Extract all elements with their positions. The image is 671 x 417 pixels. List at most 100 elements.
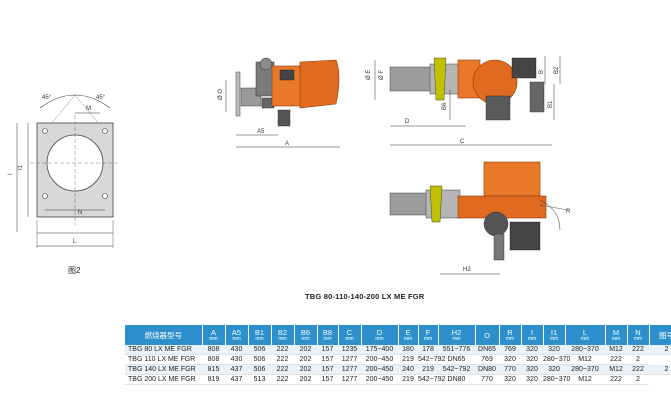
- dim-L-label: L: [73, 239, 77, 245]
- table-cell: 815: [202, 364, 225, 375]
- table-cell: 320: [521, 374, 543, 385]
- table-cell: M12: [605, 345, 627, 355]
- table-cell: 219: [398, 374, 418, 385]
- table-cell: 1277: [338, 374, 361, 385]
- column-header-label: 燃烧器型号: [144, 330, 183, 340]
- table-cell: 542~792: [418, 374, 446, 385]
- column-header-label: A5: [231, 327, 242, 337]
- burner-top-view: R H2: [389, 161, 571, 275]
- fan-housing: [299, 59, 340, 109]
- table-cell: 200~450: [361, 354, 398, 365]
- table-cell: 157: [317, 354, 338, 365]
- column-header-unit: mm: [611, 335, 621, 342]
- column-header: 燃烧器型号: [125, 325, 203, 345]
- table-cell: 2: [627, 374, 649, 385]
- column-header-unit: mm: [345, 335, 354, 342]
- column-header-unit: mm: [278, 335, 287, 342]
- table-cell: 769: [475, 354, 499, 365]
- table-cell: 506: [248, 364, 271, 375]
- table-cell: 1277: [338, 354, 361, 365]
- table-cell: DN65: [475, 345, 499, 355]
- table-cell: 2: [649, 345, 671, 355]
- table-cell: 200~450: [361, 364, 398, 375]
- column-header-unit: mm: [527, 335, 537, 342]
- table-cell: 437: [225, 364, 248, 375]
- table-cell: 320: [521, 345, 543, 355]
- table-cell: 437: [225, 374, 248, 385]
- model-cell: TBG 140 LX ME FGR: [125, 364, 202, 375]
- table-cell: 513: [248, 374, 271, 385]
- column-header-unit: mm: [323, 335, 332, 342]
- figure-label: 图2: [68, 266, 81, 275]
- column-header-unit: mm: [255, 335, 264, 342]
- dim-M-label: M: [86, 106, 91, 112]
- table-cell: 320: [499, 374, 521, 385]
- dim-R-label: R: [566, 209, 571, 215]
- column-header-unit: mm: [505, 335, 515, 342]
- table-cell: 2: [649, 364, 671, 375]
- column-header-label: B1: [254, 327, 265, 337]
- table-cell: 320: [499, 354, 521, 365]
- table-cell: 542~792: [438, 364, 475, 375]
- column-header-label: F: [425, 327, 431, 337]
- dim-I1-label: I1: [18, 164, 24, 170]
- column-header-unit: mm: [452, 335, 461, 342]
- table-cell: 280~370: [565, 345, 605, 355]
- table-cell: 769: [499, 345, 521, 355]
- table-cell: 280~370: [565, 364, 605, 375]
- dim-O-label: Ø O: [218, 89, 224, 100]
- table-cell: 222: [627, 364, 649, 375]
- table-cell: 506: [248, 354, 271, 365]
- model-caption: TBG 80-110-140-200 LX ME FGR: [305, 292, 425, 301]
- table-cell: 222: [271, 364, 294, 375]
- table-cell: 320: [543, 364, 565, 375]
- column-header-label: L: [582, 327, 588, 337]
- table-cell: 320: [521, 364, 543, 375]
- table-cell: 430: [225, 345, 248, 355]
- dim-I-label: I: [8, 173, 14, 175]
- table-cell: 506: [248, 345, 271, 355]
- column-header-unit: mm: [375, 335, 384, 342]
- dim-D-label: D: [405, 119, 410, 125]
- table-cell: 808: [202, 354, 225, 365]
- dim-H2-label: H2: [463, 267, 471, 273]
- table-cell: M12: [565, 354, 605, 365]
- column-header-label: B2: [277, 327, 288, 337]
- flange-ring: [433, 57, 447, 101]
- motor: [511, 57, 537, 79]
- column-header-label: D: [376, 327, 383, 337]
- table-cell: 157: [317, 364, 338, 375]
- table-cell: 222: [605, 374, 627, 385]
- table-cell: 175~400: [361, 345, 398, 355]
- column-header-label: R: [507, 327, 513, 337]
- table-cell: 200~450: [361, 374, 398, 385]
- dim-C-label: C: [460, 139, 465, 145]
- table-cell: DN65: [438, 354, 475, 365]
- table-cell: DN80: [438, 374, 475, 385]
- column-header-unit: mm: [232, 335, 241, 342]
- table-cell: 222: [271, 354, 294, 365]
- dim-B2-label: B2: [554, 66, 560, 74]
- table-cell: 222: [271, 345, 294, 355]
- table-cell: 157: [317, 374, 338, 385]
- column-header-label: B8: [322, 327, 333, 337]
- column-header-label: M: [612, 327, 620, 337]
- model-cell: TBG 80 LX ME FGR: [125, 345, 202, 355]
